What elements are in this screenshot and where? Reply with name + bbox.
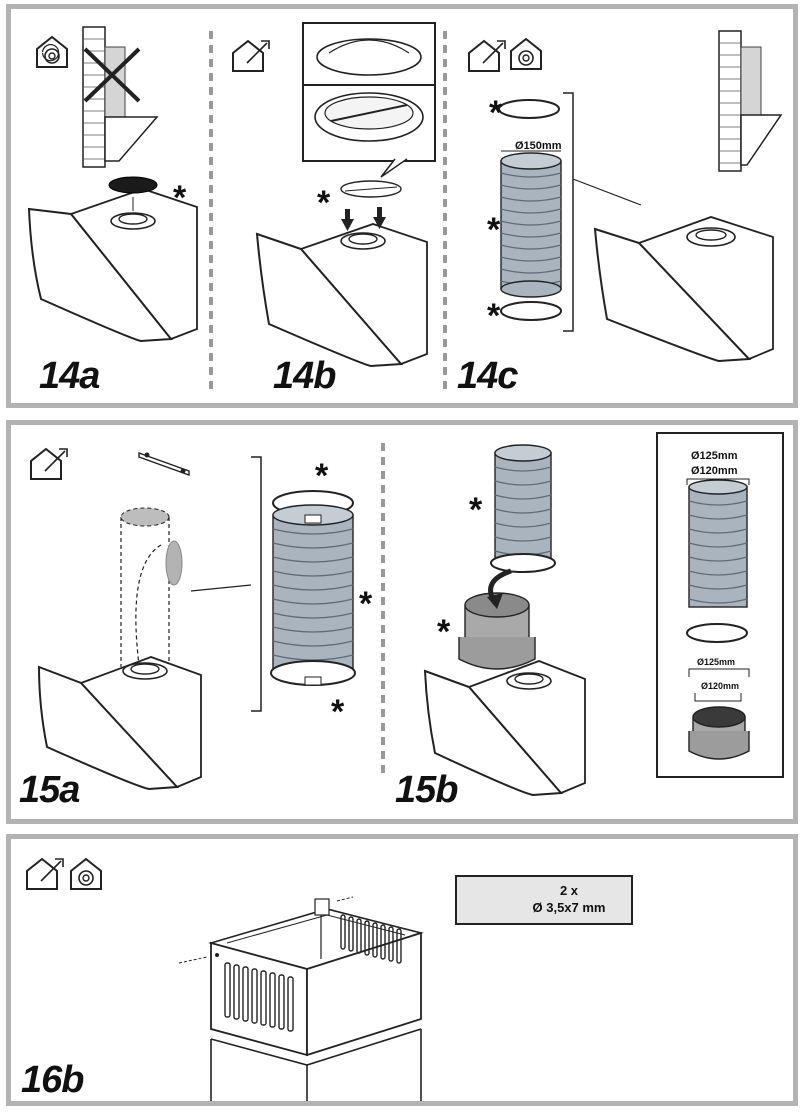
duct-outlet-side (165, 540, 183, 586)
duct-kit-15b (458, 444, 556, 696)
adapter-inset (656, 432, 784, 778)
panel-14-illustration: * (27, 22, 783, 389)
panel-16-illustration (26, 857, 508, 1101)
duct-diameter-label: Ø120mm (691, 465, 738, 477)
screw-spec-box: 2 x Ø 3,5x7 mm (455, 875, 633, 925)
step-label-14b: 14b (273, 355, 336, 397)
asterisk-mark: * (359, 585, 373, 623)
duct-diameter-label: Ø150mm (515, 140, 562, 152)
wall-chimney (718, 30, 783, 172)
extraction-house-icon (30, 447, 68, 480)
panel-14: * (6, 4, 798, 408)
extraction-house-icon (26, 857, 64, 890)
adapter-diameter-label: Ø120mm (701, 681, 739, 691)
mounting-bracket (138, 452, 190, 476)
extraction-house-icon (232, 39, 270, 72)
screw-count: 2 x (559, 883, 579, 898)
asterisk-mark: * (469, 491, 483, 529)
step-label-14c: 14c (457, 355, 518, 397)
asterisk-mark: * (317, 184, 331, 222)
hood-15a (37, 656, 202, 791)
screw-size: Ø 3,5x7 mm (532, 900, 606, 915)
adapter-diameter-label: Ø125mm (697, 657, 735, 667)
phantom-chimney (120, 517, 170, 667)
hood-14a (27, 176, 198, 343)
asterisk-mark: * (331, 693, 345, 731)
step-label-15a: 15a (19, 769, 80, 811)
hood-14c (593, 216, 774, 363)
hood-15b (423, 660, 586, 797)
asterisk-mark: * (487, 297, 501, 335)
duct-kit-14c (498, 92, 642, 332)
asterisk-mark: * (315, 457, 329, 495)
chimney-cover (178, 896, 424, 1101)
wall-chimney (82, 26, 159, 168)
duct-kit-15a (190, 456, 356, 712)
recirculation-house-icon (510, 37, 542, 70)
asterisk-mark: * (489, 94, 503, 132)
panel-15: * * * * * (6, 420, 798, 824)
extraction-house-icon (468, 39, 506, 72)
asterisk-mark: * (437, 613, 451, 651)
down-arrow-icon (341, 207, 386, 231)
recirculation-house-icon (36, 35, 68, 68)
damper-inset (302, 22, 436, 178)
asterisk-mark: * (173, 179, 187, 217)
panel-16: 2 x Ø 3,5x7 mm 16b (6, 834, 798, 1106)
duct-outlet-top (120, 507, 170, 527)
step-label-14a: 14a (39, 355, 100, 397)
step-label-15b: 15b (395, 769, 458, 811)
step-label-16b: 16b (21, 1059, 84, 1101)
panel-15-illustration: * * * * * (30, 432, 784, 797)
cross-out-icon (83, 47, 141, 103)
recirculation-house-icon (70, 857, 102, 890)
asterisk-mark: * (487, 211, 501, 249)
hood-14b (255, 180, 428, 368)
duct-diameter-label: Ø125mm (691, 450, 738, 462)
